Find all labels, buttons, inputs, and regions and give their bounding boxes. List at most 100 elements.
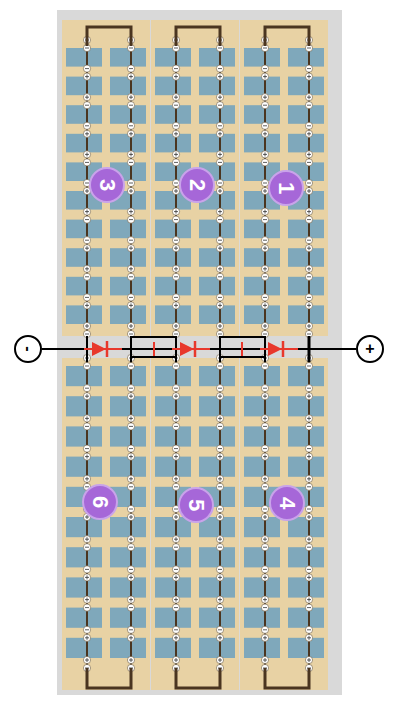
polarity-stroke	[309, 455, 310, 459]
polarity-marker	[172, 445, 179, 452]
polarity-marker	[216, 362, 223, 369]
polarity-stroke	[176, 455, 177, 459]
polarity-stroke	[174, 334, 178, 335]
polarity-marker	[261, 151, 268, 158]
polarity-stroke	[85, 388, 89, 389]
polarity-stroke	[218, 426, 222, 427]
polarity-marker	[305, 273, 312, 280]
polarity-marker	[127, 302, 134, 309]
polarity-marker	[83, 393, 90, 400]
polarity-marker	[305, 483, 312, 490]
polarity-marker	[216, 322, 223, 329]
panel-frame	[57, 10, 342, 695]
polarity-stroke	[220, 477, 221, 481]
solar-cell	[66, 426, 102, 446]
polarity-stroke	[307, 334, 311, 335]
polarity-stroke	[129, 388, 133, 389]
polarity-stroke	[131, 477, 132, 481]
polarity-marker	[305, 73, 312, 80]
polarity-stroke	[129, 629, 133, 630]
polarity-marker	[127, 94, 134, 101]
solar-cell	[110, 277, 146, 296]
polarity-marker	[127, 513, 134, 520]
polarity-marker	[172, 626, 179, 633]
polarity-stroke	[129, 240, 133, 241]
polarity-marker	[305, 513, 312, 520]
polarity-stroke	[265, 455, 266, 459]
polarity-marker	[261, 302, 268, 309]
polarity-marker	[305, 536, 312, 543]
solar-cell	[244, 48, 280, 67]
polarity-stroke	[220, 246, 221, 250]
cell-string-ground	[240, 358, 328, 690]
polarity-marker	[305, 566, 312, 573]
polarity-marker	[172, 322, 179, 329]
polarity-marker	[83, 634, 90, 641]
polarity-marker	[216, 122, 223, 129]
polarity-marker	[305, 445, 312, 452]
polarity-stroke	[265, 658, 266, 662]
polarity-stroke	[174, 48, 178, 49]
callout-text: 1	[275, 182, 297, 194]
polarity-stroke	[265, 636, 266, 640]
polarity-stroke	[129, 105, 133, 106]
polarity-stroke	[218, 366, 222, 367]
terminal-circle: +	[356, 335, 384, 363]
solar-cell	[66, 134, 102, 153]
polarity-marker	[261, 475, 268, 482]
polarity-stroke	[131, 416, 132, 420]
polarity-stroke	[174, 366, 178, 367]
polarity-marker	[216, 179, 223, 186]
cell-string-ground	[240, 20, 328, 336]
polarity-marker	[216, 574, 223, 581]
polarity-marker	[216, 245, 223, 252]
polarity-marker	[216, 187, 223, 194]
callout-number: 2	[179, 167, 215, 203]
polarity-stroke	[176, 575, 177, 579]
polarity-marker	[305, 151, 312, 158]
polarity-stroke	[309, 416, 310, 420]
polarity-stroke	[263, 334, 267, 335]
solar-cell	[155, 608, 191, 628]
solar-cell	[199, 48, 235, 67]
polarity-marker	[305, 216, 312, 223]
polarity-stroke	[218, 162, 222, 163]
polarity-marker	[216, 634, 223, 641]
polarity-marker	[305, 544, 312, 551]
polarity-stroke	[263, 276, 267, 277]
polarity-marker	[172, 656, 179, 663]
polarity-marker	[305, 94, 312, 101]
polarity-stroke	[263, 162, 267, 163]
polarity-marker	[83, 596, 90, 603]
polarity-marker	[172, 122, 179, 129]
callout-text: 3	[96, 179, 118, 191]
polarity-stroke	[174, 240, 178, 241]
polarity-stroke	[307, 388, 311, 389]
polarity-marker	[127, 237, 134, 244]
polarity-marker	[305, 159, 312, 166]
polarity-stroke	[131, 537, 132, 541]
polarity-stroke	[218, 297, 222, 298]
polarity-stroke	[265, 210, 266, 214]
polarity-stroke	[263, 105, 267, 106]
polarity-stroke	[131, 636, 132, 640]
polarity-stroke	[131, 267, 132, 271]
polarity-marker	[83, 102, 90, 109]
polarity-marker	[216, 216, 223, 223]
polarity-marker	[127, 453, 134, 460]
polarity-marker	[172, 216, 179, 223]
polarity-marker	[172, 415, 179, 422]
polarity-marker	[172, 65, 179, 72]
polarity-stroke	[131, 598, 132, 602]
polarity-marker	[127, 604, 134, 611]
solar-cell	[288, 396, 324, 416]
solar-cell	[155, 77, 191, 96]
solar-cell	[199, 396, 235, 416]
solar-cell	[244, 517, 280, 537]
solar-cell	[110, 366, 146, 386]
polarity-stroke	[87, 394, 88, 398]
polarity-marker	[127, 544, 134, 551]
polarity-stroke	[87, 189, 88, 193]
solar-cell	[66, 248, 102, 267]
polarity-marker	[172, 159, 179, 166]
